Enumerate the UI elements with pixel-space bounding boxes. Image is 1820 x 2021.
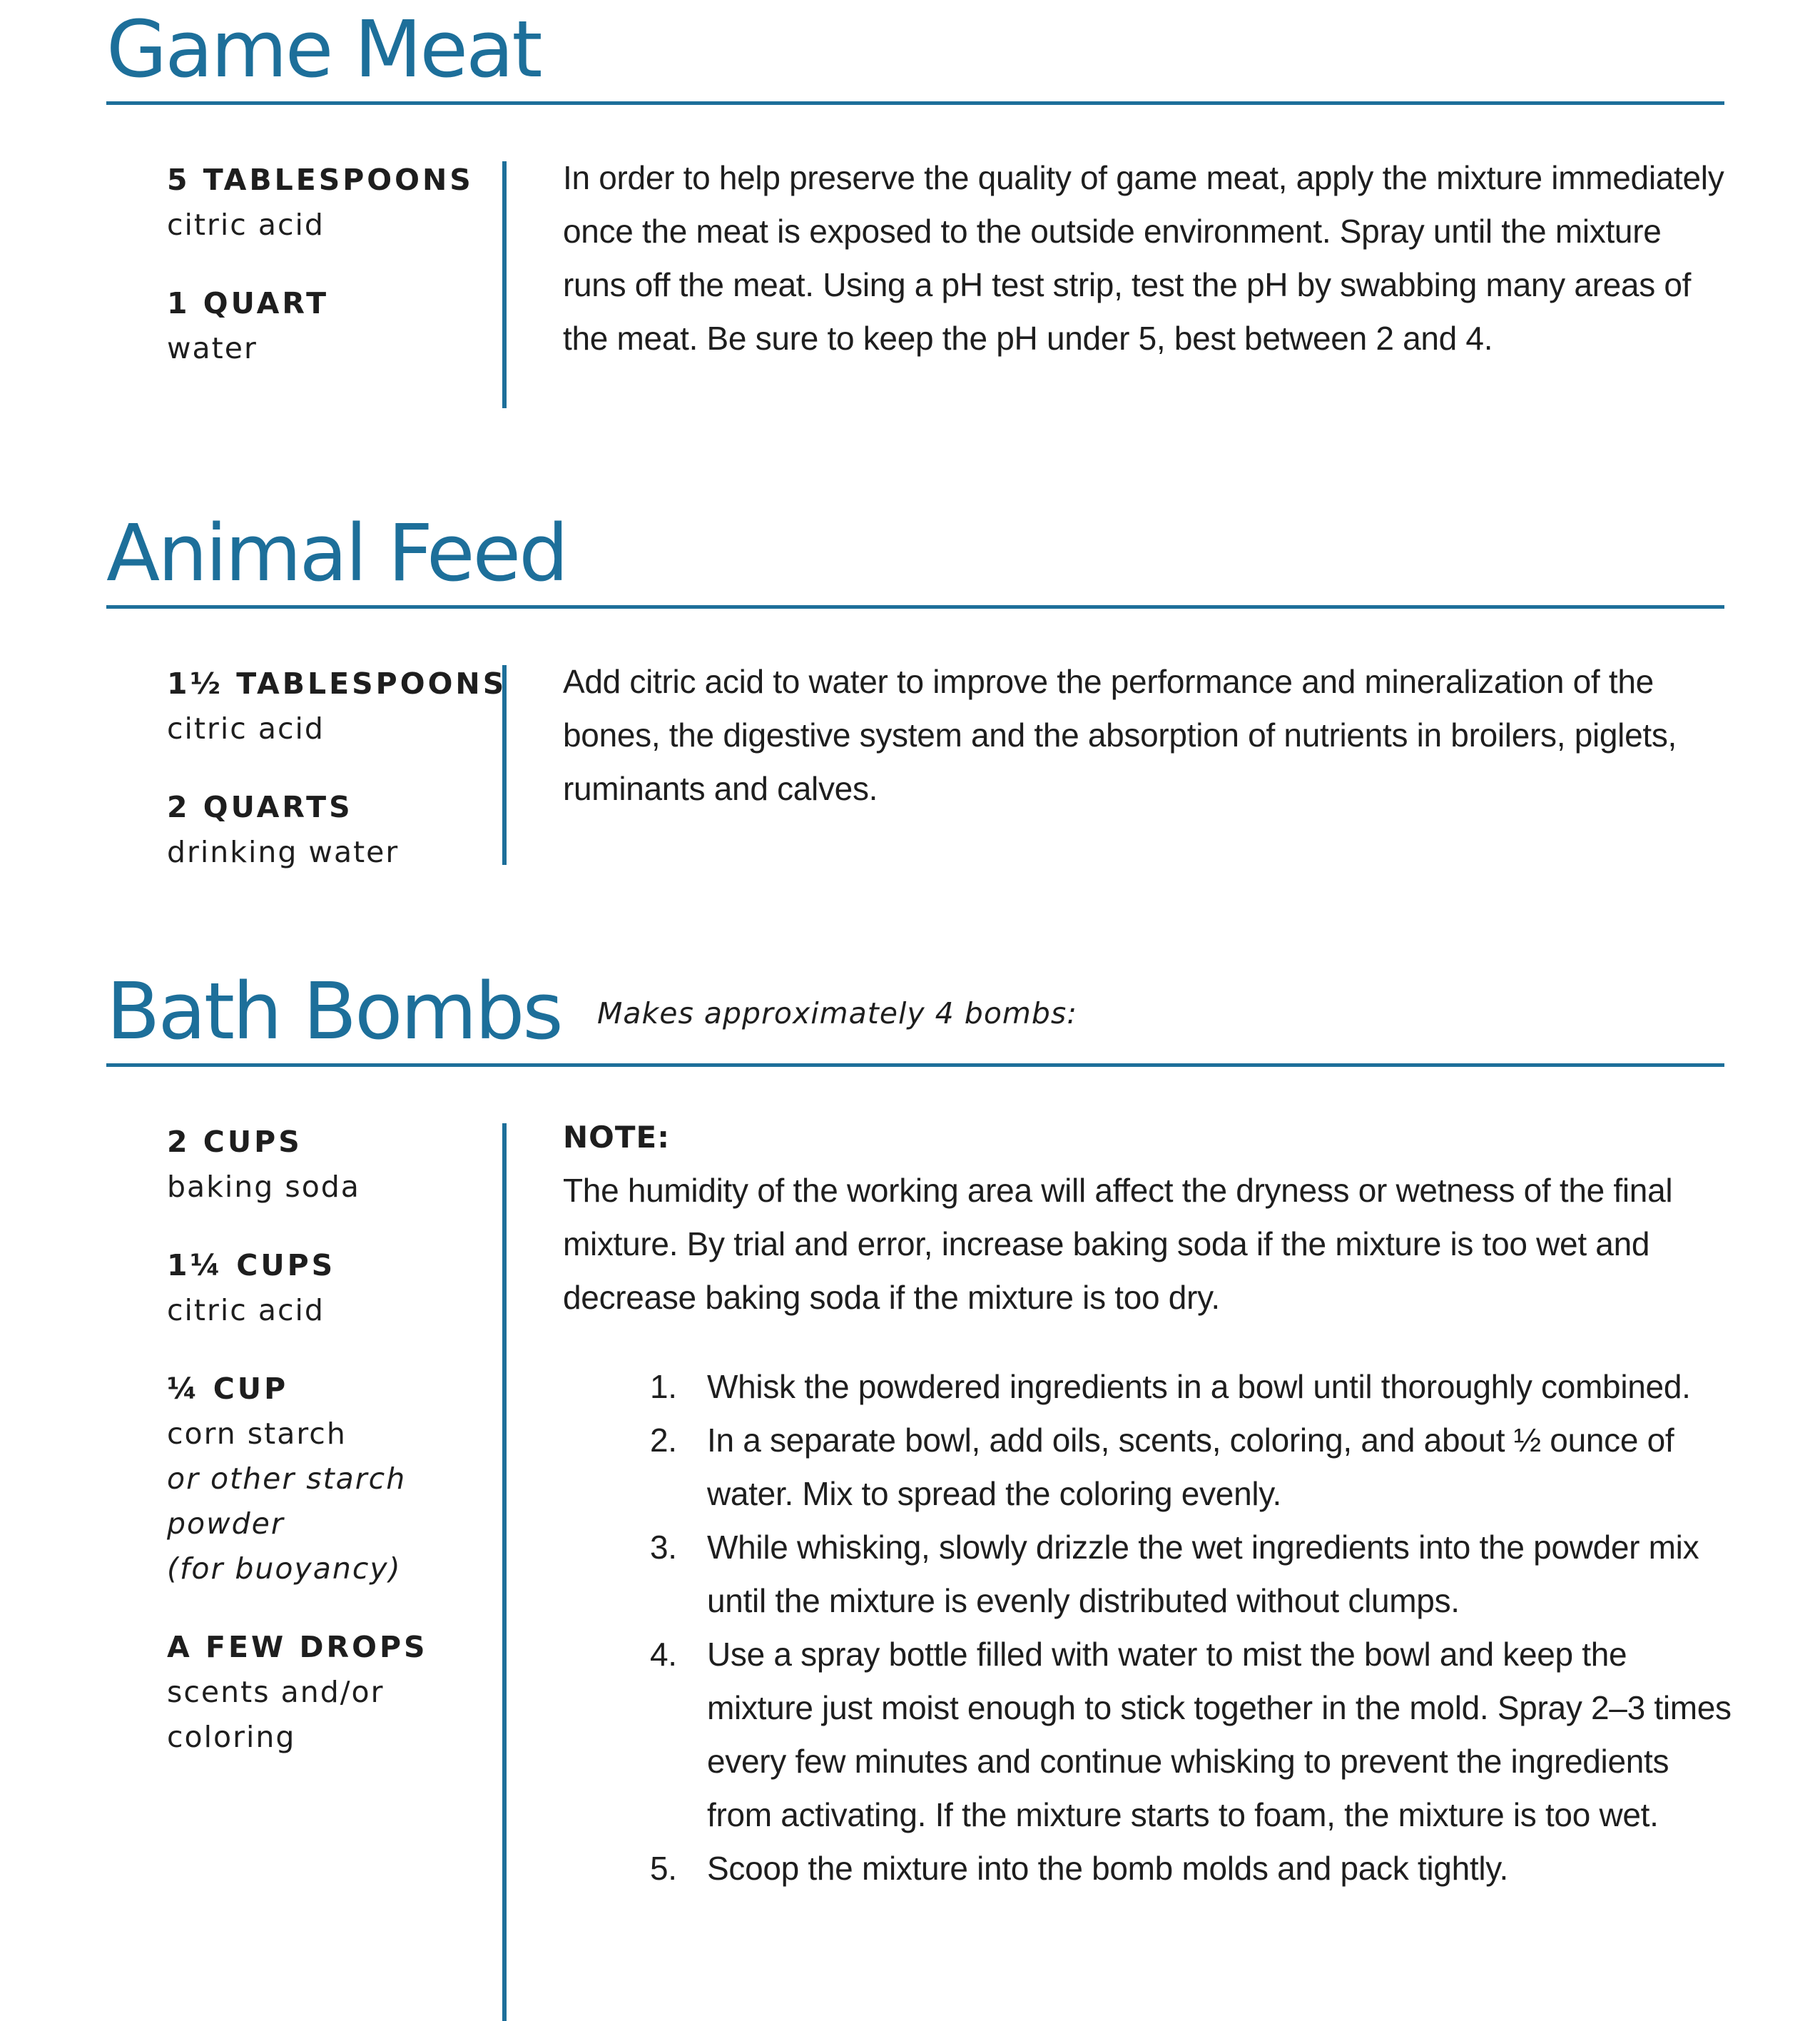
ingredient-name: scents and/or bbox=[167, 1675, 385, 1709]
ingredient: 2 QUARTS drinking water bbox=[167, 784, 538, 875]
ingredient: ¼ CUP corn starch or other starch powder… bbox=[167, 1366, 538, 1591]
ingredient-list: 5 TABLESPOONS citric acid 1 QUART water bbox=[167, 157, 538, 404]
ingredient-name: drinking water bbox=[167, 835, 400, 869]
ingredient-quantity: 1 QUART bbox=[167, 286, 330, 320]
ingredient: 5 TABLESPOONS citric acid bbox=[167, 157, 538, 248]
ingredient-name: baking soda bbox=[167, 1170, 360, 1204]
step-item: 5. Scoop the mixture into the bomb molds… bbox=[563, 1842, 1733, 1895]
step-number: 5. bbox=[650, 1850, 677, 1887]
step-text: In a separate bowl, add oils, scents, co… bbox=[707, 1422, 1674, 1512]
ingredient-name: corn starch bbox=[167, 1417, 347, 1451]
instructions: Add citric acid to water to improve the … bbox=[563, 655, 1733, 816]
step-text: While whisking, slowly drizzle the wet i… bbox=[707, 1529, 1699, 1619]
title-underline bbox=[106, 101, 1724, 105]
ingredient-quantity: 1½ TABLESPOONS bbox=[167, 667, 507, 701]
vertical-divider bbox=[502, 665, 507, 865]
step-item: 4. Use a spray bottle filled with water … bbox=[563, 1628, 1733, 1842]
ingredient-name: water bbox=[167, 331, 258, 365]
step-item: 3. While whisking, slowly drizzle the we… bbox=[563, 1521, 1733, 1628]
ingredient-alternative: or other starch bbox=[167, 1462, 407, 1496]
ingredient-name: citric acid bbox=[167, 711, 325, 746]
ingredient-quantity: 1¼ CUPS bbox=[167, 1248, 336, 1282]
ingredient-list: 1½ TABLESPOONS citric acid 2 QUARTS drin… bbox=[167, 661, 538, 908]
section-title: Game Meat bbox=[106, 4, 543, 95]
ingredient: 1¼ CUPS citric acid bbox=[167, 1242, 538, 1333]
step-text: Whisk the powdered ingredients in a bowl… bbox=[707, 1368, 1691, 1405]
step-number: 3. bbox=[650, 1529, 677, 1566]
section-title: Animal Feed bbox=[106, 507, 569, 599]
ingredient-quantity: ¼ CUP bbox=[167, 1372, 289, 1406]
vertical-divider bbox=[502, 1123, 507, 2021]
ingredient: 2 CUPS baking soda bbox=[167, 1119, 538, 1210]
step-number: 2. bbox=[650, 1422, 677, 1459]
ingredient: 1 QUART water bbox=[167, 280, 538, 371]
section-subtitle: Makes approximately 4 bombs: bbox=[597, 996, 1078, 1030]
instructions-text: In order to help preserve the quality of… bbox=[563, 159, 1724, 357]
note-label: NOTE: bbox=[563, 1120, 670, 1155]
step-text: Use a spray bottle filled with water to … bbox=[707, 1636, 1732, 1833]
section-game-meat: Game Meat 5 TABLESPOONS citric acid 1 QU… bbox=[106, 0, 1724, 428]
ingredient-name: citric acid bbox=[167, 1293, 325, 1327]
step-number: 4. bbox=[650, 1636, 677, 1673]
ingredient: A FEW DROPS scents and/or coloring bbox=[167, 1624, 538, 1760]
title-underline bbox=[106, 1063, 1724, 1067]
instructions: NOTE: The humidity of the working area w… bbox=[563, 1110, 1733, 1895]
ingredient-quantity: 5 TABLESPOONS bbox=[167, 163, 474, 197]
section-title: Bath Bombs bbox=[106, 966, 564, 1057]
instructions: In order to help preserve the quality of… bbox=[563, 151, 1733, 365]
step-item: 2. In a separate bowl, add oils, scents,… bbox=[563, 1414, 1733, 1521]
ingredient-quantity: A FEW DROPS bbox=[167, 1630, 428, 1664]
section-animal-feed: Animal Feed 1½ TABLESPOONS citric acid 2… bbox=[106, 504, 1724, 875]
ingredient-name: coloring bbox=[167, 1720, 296, 1754]
ingredient-alternative: (for buoyancy) bbox=[167, 1551, 402, 1586]
instructions-text: Add citric acid to water to improve the … bbox=[563, 663, 1677, 807]
ingredient-alternative: powder bbox=[167, 1506, 285, 1541]
step-number: 1. bbox=[650, 1368, 677, 1405]
ingredient-quantity: 2 CUPS bbox=[167, 1125, 303, 1159]
ingredient: 1½ TABLESPOONS citric acid bbox=[167, 661, 538, 751]
ingredient-list: 2 CUPS baking soda 1¼ CUPS citric acid ¼… bbox=[167, 1119, 538, 1793]
title-underline bbox=[106, 605, 1724, 609]
steps-list: 1. Whisk the powdered ingredients in a b… bbox=[563, 1360, 1733, 1895]
vertical-divider bbox=[502, 161, 507, 408]
note-text: The humidity of the working area will af… bbox=[563, 1172, 1673, 1316]
step-text: Scoop the mixture into the bomb molds an… bbox=[707, 1850, 1509, 1887]
ingredient-quantity: 2 QUARTS bbox=[167, 790, 353, 824]
section-bath-bombs: Bath Bombs Makes approximately 4 bombs: … bbox=[106, 962, 1732, 2021]
ingredient-name: citric acid bbox=[167, 208, 325, 242]
step-item: 1. Whisk the powdered ingredients in a b… bbox=[563, 1360, 1733, 1414]
